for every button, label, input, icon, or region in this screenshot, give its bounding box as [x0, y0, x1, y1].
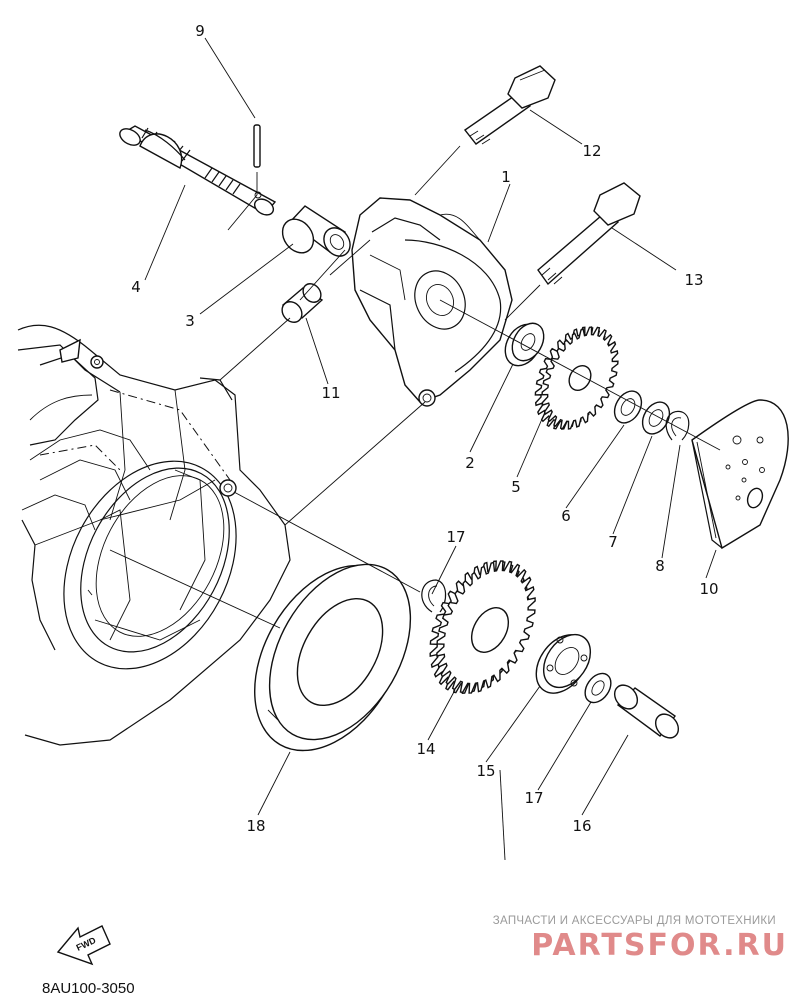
- part-9-pin: [253, 124, 261, 195]
- callout-11: 11: [321, 384, 340, 402]
- part-17-circlip-upper: [421, 579, 447, 613]
- callout-13: 13: [684, 271, 703, 289]
- part-1-cover-housing: [351, 197, 513, 407]
- watermark-tagline: ЗАПЧАСТИ И АКСЕССУАРЫ ДЛЯ МОТОТЕХНИКИ: [493, 915, 776, 927]
- callout-15: 15: [476, 762, 495, 780]
- watermark-brand: PARTSFOR.RU: [531, 928, 788, 963]
- callout-17-upper: 17: [446, 528, 465, 546]
- part-17-washer-lower: [584, 672, 612, 704]
- part-12-bolt: [463, 65, 556, 145]
- part-6-washer: [613, 390, 643, 424]
- leader-lines: [144, 37, 717, 816]
- part-13-bolt: [537, 182, 641, 286]
- callout-3: 3: [185, 312, 195, 330]
- part-3-collar: [281, 205, 351, 257]
- callout-16: 16: [572, 817, 591, 835]
- part-8-circlip: [665, 410, 690, 441]
- crankcase-housing: [17, 324, 291, 746]
- callout-4: 4: [131, 278, 141, 296]
- part-16-bushing: [613, 684, 680, 739]
- diagram-code: 8AU100-3050: [42, 980, 135, 997]
- callout-8: 8: [655, 557, 665, 575]
- callout-6: 6: [561, 507, 571, 525]
- callout-2: 2: [465, 454, 475, 472]
- callout-7: 7: [608, 533, 618, 551]
- part-15-ball-bearing: [535, 633, 592, 694]
- part-18-seal-ring: [254, 563, 412, 752]
- callout-12: 12: [582, 142, 601, 160]
- callout-5: 5: [511, 478, 521, 496]
- fwd-arrow: FWD: [56, 925, 111, 966]
- part-4-worm-shaft: [119, 125, 277, 216]
- callout-10: 10: [699, 580, 718, 598]
- part-14-gear: [429, 560, 536, 694]
- callout-17-lower: 17: [524, 789, 543, 807]
- part-10-plate: [691, 399, 789, 550]
- part-11-dowel: [281, 283, 324, 323]
- part-5-gear: [534, 326, 619, 430]
- callout-9: 9: [195, 22, 205, 40]
- callout-labels: 1 2 3 4 5 6 7 8 9 10 11 12 13 14 15 16 1…: [131, 22, 718, 835]
- part-7-washer: [641, 401, 671, 435]
- callout-14: 14: [416, 740, 435, 758]
- assembly-lines: [109, 145, 721, 861]
- watermark: ЗАПЧАСТИ И АКСЕССУАРЫ ДЛЯ МОТОТЕХНИКИ PA…: [493, 915, 788, 963]
- callout-18: 18: [246, 817, 265, 835]
- callout-1: 1: [501, 168, 511, 186]
